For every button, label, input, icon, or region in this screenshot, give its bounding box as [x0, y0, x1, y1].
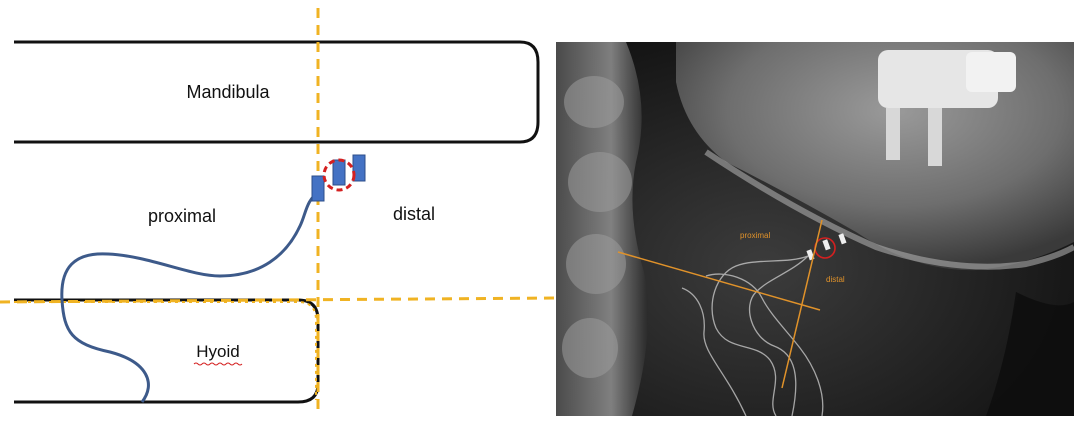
mandible-label: Mandibula [186, 82, 270, 102]
hyoid-spellcheck-underline [194, 363, 242, 365]
schematic-diagram: Mandibula Hyoid proximal distal [0, 0, 556, 416]
hyoid-label: Hyoid [196, 342, 239, 361]
mandible-outline [14, 42, 538, 142]
hyoid-dotted-overlay [14, 302, 316, 400]
electrode-middle [333, 160, 345, 185]
xray-proximal-label: proximal [740, 231, 770, 240]
hyoid-outline [14, 300, 318, 402]
electrode-proximal [312, 176, 324, 201]
distal-label: distal [393, 204, 435, 224]
xray-distal-label: distal [826, 275, 845, 284]
xray-canvas: proximal distal [556, 42, 1074, 416]
proximal-label: proximal [148, 206, 216, 226]
schematic-canvas: Mandibula Hyoid proximal distal [0, 0, 556, 416]
xray-image: proximal distal [556, 42, 1074, 416]
